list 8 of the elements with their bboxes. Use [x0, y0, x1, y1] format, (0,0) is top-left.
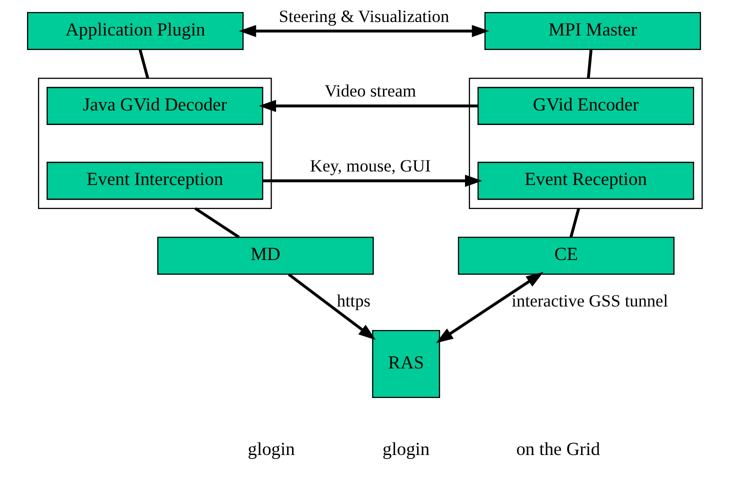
label: glogin [247, 438, 294, 459]
edge-label: Steering & Visualization [278, 6, 449, 26]
edge-label: https [336, 291, 370, 310]
label: glogin [382, 438, 430, 459]
edge-label: Video stream [324, 82, 416, 101]
edge-label: Key, mouse, GUI [310, 156, 430, 176]
label: on the Grid [516, 438, 600, 459]
edge-label: interactive GSS tunnel [511, 291, 668, 310]
